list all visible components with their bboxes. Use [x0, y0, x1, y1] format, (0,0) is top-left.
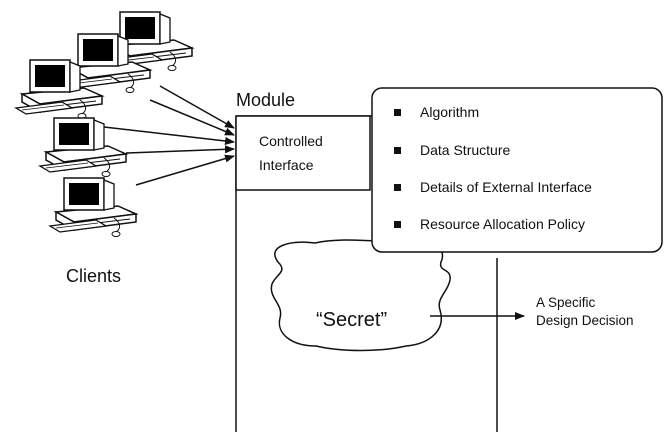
controlled-interface-box: [235, 115, 371, 191]
bullet-icon: [394, 109, 401, 116]
hidden-details-list: Algorithm Data Structure Details of Exte…: [394, 104, 592, 232]
client-arrow: [135, 154, 235, 186]
client-arrow: [149, 99, 235, 136]
clients-computer-group: [15, 11, 193, 238]
secret-cloud: [270, 239, 451, 352]
client-arrow: [103, 126, 235, 145]
computer-icon: [39, 117, 127, 178]
client-request-arrows: [103, 85, 235, 186]
decision-label-line1: A Specific: [536, 295, 596, 310]
bullet-icon: [394, 221, 401, 228]
computer-icon: [49, 177, 137, 238]
module-title: Module: [236, 90, 295, 110]
client-arrow: [159, 85, 235, 129]
bullet-icon: [394, 184, 401, 191]
detail-item-algorithm: Algorithm: [420, 104, 479, 120]
client-arrow: [125, 145, 235, 154]
clients-label: Clients: [66, 266, 121, 286]
detail-item-external-interface: Details of External Interface: [420, 179, 592, 195]
detail-item-data-structure: Data Structure: [420, 142, 510, 158]
detail-item-resource-policy: Resource Allocation Policy: [420, 216, 585, 232]
hidden-details-box: [371, 87, 663, 253]
secret-label: “Secret”: [316, 309, 387, 331]
decision-label-line2: Design Decision: [536, 313, 634, 328]
interface-label-line1: Controlled: [259, 133, 323, 149]
interface-label-line2: Interface: [259, 157, 314, 173]
bullet-icon: [394, 147, 401, 154]
